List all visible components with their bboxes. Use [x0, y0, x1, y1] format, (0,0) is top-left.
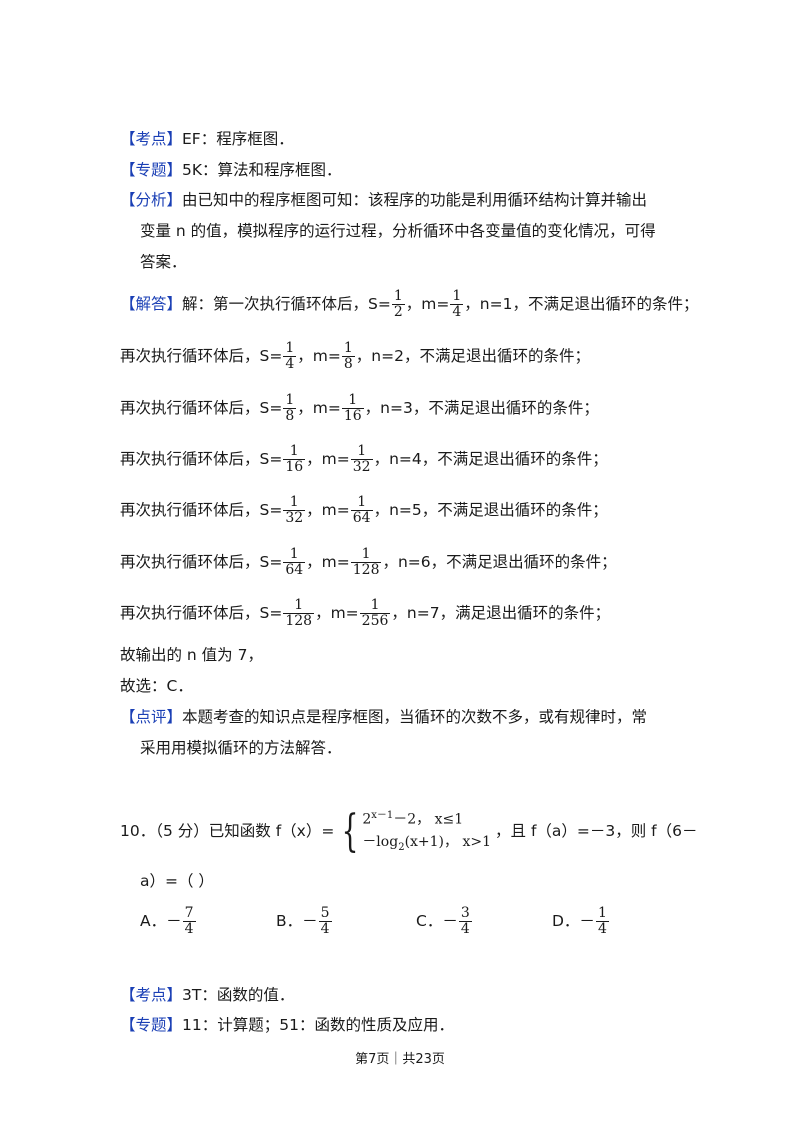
fenxi-line-1: 【分析】由已知中的程序框图可知：该程序的功能是利用循环结构计算并输出 [120, 189, 647, 211]
dianping-tag: 【点评】 [120, 708, 183, 726]
left-brace-icon: { [341, 805, 359, 857]
kaodian-text: EF：程序框图． [182, 130, 294, 148]
page-footer: 第7页｜共23页 [355, 1052, 445, 1067]
q10-zhuanti-tag: 【专题】 [120, 1016, 183, 1034]
q10-zhuanti-text: 11：计算题；51：函数的性质及应用． [182, 1016, 454, 1034]
zhuanti-text: 5K：算法和程序框图． [182, 161, 342, 179]
jieda-prefix: 解：第一次执行循环体后，S= [182, 295, 391, 313]
question-10-line-2: a）=（ ） [140, 872, 214, 890]
dianping-text-1: 本题考查的知识点是程序框图，当循环的次数不多，或有规律时，常 [182, 708, 648, 726]
dianping-line-2: 采用用模拟循环的方法解答． [140, 739, 342, 757]
question-10-suffix: ，且 f（a）=－3，则 f（6－ [495, 822, 698, 841]
fenxi-line-2: 变量 n 的值，模拟程序的运行过程，分析循环中各变量值的变化情况，可得 [140, 222, 656, 240]
choice-line: 故选：C． [120, 677, 193, 695]
q10-kaodian-tag: 【考点】 [120, 986, 183, 1004]
piecewise-function: {2x－1－2， x≤1 －log2(x+1)， x>1 [336, 805, 491, 858]
fenxi-text-1: 由已知中的程序框图可知：该程序的功能是利用循环结构计算并输出 [182, 191, 648, 209]
zhuanti-line: 【专题】5K：算法和程序框图． [120, 159, 342, 181]
kaodian-tag: 【考点】 [120, 130, 183, 148]
fenxi-tag: 【分析】 [120, 191, 183, 209]
kaodian-line: 【考点】EF：程序框图． [120, 128, 294, 150]
question-10-prefix: 10．（5 分）已知函数 f（x）= [120, 822, 335, 841]
q10-kaodian-text: 3T：函数的值． [182, 986, 295, 1004]
fenxi-line-3: 答案． [140, 253, 187, 271]
q10-zhuanti-line: 【专题】11：计算题；51：函数的性质及应用． [120, 1014, 454, 1036]
dianping-line-1: 【点评】本题考查的知识点是程序框图，当循环的次数不多，或有规律时，常 [120, 706, 647, 728]
zhuanti-tag: 【专题】 [120, 161, 183, 179]
case-2: －log2(x+1)， x>1 [362, 833, 492, 853]
output-line: 故输出的 n 值为 7， [120, 646, 263, 664]
q10-kaodian-line: 【考点】3T：函数的值． [120, 984, 294, 1006]
question-10-stem: 10．（5 分）已知函数 f（x）= {2x－1－2， x≤1 －log2(x+1)… [120, 805, 698, 858]
jieda-tag: 【解答】 [120, 295, 183, 313]
case-1: 2x－1－2， x≤1 [362, 810, 464, 828]
